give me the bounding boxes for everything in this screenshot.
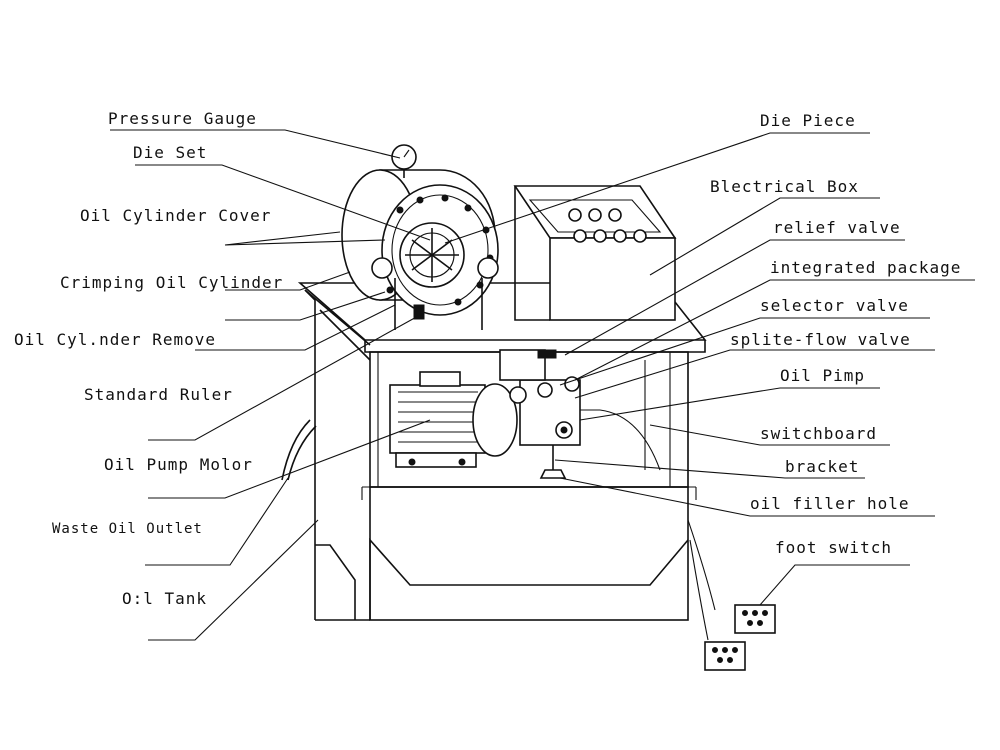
leader-waste-oil [145, 477, 289, 566]
leader-foot-switch [759, 564, 910, 606]
foot-switch-cable-2 [689, 539, 709, 641]
label-crimping-oil-cylinder: Crimping Oil Cylinder [60, 273, 283, 292]
leader-oil-filler [559, 477, 935, 517]
leader-lines [110, 129, 975, 641]
leader-die-piece [444, 132, 870, 244]
leader-integrated-package [574, 279, 975, 381]
label-standard-ruler: Standard Ruler [84, 385, 233, 404]
foot-switch-pedal [734, 604, 776, 634]
leader-cylinder-remove [225, 291, 386, 321]
leader-standard-ruler [148, 314, 421, 441]
label-bracket: bracket [785, 457, 859, 476]
leader-cylinder-cover-b [224, 239, 386, 246]
label-die-set: Die Set [133, 143, 207, 162]
label-oil-pump: Oil Pimp [780, 366, 865, 385]
leader-switchboard [649, 424, 890, 446]
label-split-flow-valve: splite-flow valve [730, 330, 911, 349]
leader-oil-pump [579, 387, 880, 421]
crimping-cylinder [341, 144, 499, 330]
label-die-piece: Die Piece [760, 111, 856, 130]
leader-cylinder-cover-a [224, 231, 341, 246]
side-panel [304, 289, 371, 621]
leader-relief-valve [564, 239, 905, 356]
label-oil-tank: O:l Tank [122, 589, 207, 608]
label-oil-cylinder-remove: Oil Cyl.nder Remove [14, 330, 216, 349]
waste-oil-pipe [281, 419, 311, 481]
foot-switch-pedal-2 [704, 641, 746, 671]
labels: Pressure Gauge Die Set Oil Cylinder Cove… [14, 109, 961, 608]
label-integrated-package: integrated package [770, 258, 961, 277]
leader-oil-tank [148, 519, 319, 641]
label-electrical-box: Blectrical Box [710, 177, 859, 196]
leader-pressure-gauge [110, 129, 401, 159]
label-pressure-gauge: Pressure Gauge [108, 109, 257, 128]
leader-electrical-box [649, 197, 880, 276]
waste-oil-pipe-inner [287, 425, 317, 481]
foot-switch-cable [687, 519, 716, 611]
leader-crimping-cylinder [225, 271, 351, 291]
label-foot-switch: foot switch [775, 538, 892, 557]
leader-split-flow [574, 349, 935, 399]
machine-drawing [281, 144, 776, 671]
label-relief-valve: relief valve [773, 218, 901, 237]
label-oil-filler-hole: oil filler hole [750, 494, 910, 513]
leader-bracket [554, 459, 865, 479]
leader-oil-pump-motor [148, 419, 431, 499]
electrical-box [513, 185, 677, 321]
oil-pump-motor [389, 371, 518, 468]
leader-selector-valve [559, 317, 930, 386]
label-oil-pump-motor: Oil Pump Molor [104, 455, 253, 474]
valve-block [499, 349, 661, 479]
label-switchboard: switchboard [760, 424, 877, 443]
oil-tank-body [361, 486, 697, 621]
label-waste-oil-outlet: Waste Oil Outlet [52, 521, 203, 537]
leader-die-set [135, 164, 431, 241]
leader-cylinder-remove-b [195, 304, 396, 351]
label-selector-valve: selector valve [760, 296, 909, 315]
label-oil-cylinder-cover: Oil Cylinder Cover [80, 206, 271, 225]
